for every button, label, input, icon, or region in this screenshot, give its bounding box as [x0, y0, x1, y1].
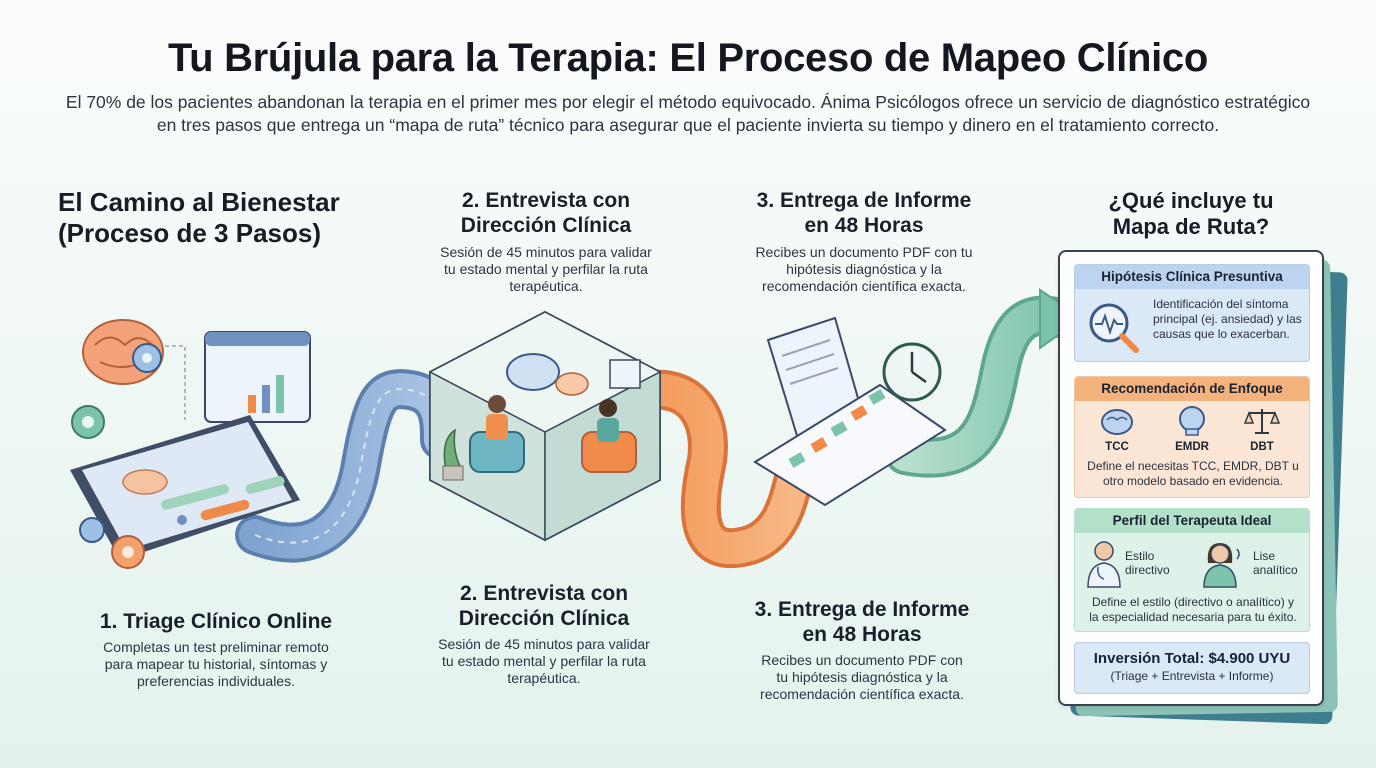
step3-top-title-line1: 3. Entrega de Informe: [756, 189, 972, 212]
approach-desc-line1: Define el necesitas TCC, EMDR, DBT u: [1087, 459, 1299, 473]
profile-left-label: Estilo directivo: [1125, 549, 1170, 577]
profile-right-label: Lise analítico: [1253, 549, 1298, 577]
page-title: Tu Brújula para la Terapia: El Proceso d…: [167, 36, 1209, 80]
brain-tcc-icon: [1101, 409, 1133, 435]
investment-total: Inversión Total: $4.900 UYU: [1093, 650, 1291, 667]
step3-top-desc-line2: hipótesis diagnóstica y la: [786, 261, 942, 277]
therapy-room-illustration: [428, 310, 662, 542]
doctor-avatar-icon: [1087, 541, 1121, 588]
step2-desc-line3: terapéutica.: [507, 670, 581, 686]
step1-title: 1. Triage Clínico Online: [99, 610, 333, 633]
profile-panel: Perfil del Terapeuta Ideal Estilo direct…: [1074, 508, 1310, 632]
step2-top-desc-line3: terapéutica.: [509, 278, 583, 294]
step2-desc-line1: Sesión de 45 minutos para validar: [438, 636, 650, 652]
approach-option-dbt: DBT: [1250, 441, 1274, 453]
step2-title: 2. Entrevista con Dirección Clínica: [418, 581, 670, 631]
gear-icon: [71, 405, 145, 569]
step3-title-line2: en 48 Horas: [802, 623, 922, 646]
hypothesis-desc-line3: causas que lo exacerban.: [1153, 327, 1290, 341]
step3-desc: Recibes un documento PDF con tu hipótesi…: [726, 652, 998, 703]
head-emdr-icon: [1179, 406, 1205, 436]
approach-panel: Recomendación de Enfoque TCC EMDR DBT De…: [1074, 376, 1310, 498]
process-heading-line2: (Proceso de 3 Pasos): [58, 218, 321, 248]
step2-desc: Sesión de 45 minutos para validar tu est…: [418, 636, 670, 687]
approach-title: Recomendación de Enfoque: [1075, 377, 1309, 401]
hypothesis-desc-line1: Identificación del síntoma: [1153, 297, 1289, 311]
step3-desc-line2: tu hipótesis diagnóstica y la: [776, 669, 948, 685]
therapist-avatar-icon: [1203, 543, 1240, 588]
profile-desc-line2: la especialidad necesaria para tu éxito.: [1089, 610, 1297, 624]
step2-top-desc: Sesión de 45 minutos para validar tu est…: [420, 244, 672, 295]
scale-dbt-icon: [1243, 409, 1281, 434]
step1-desc: Completas un test preliminar remoto para…: [80, 639, 352, 690]
approach-desc: Define el necesitas TCC, EMDR, DBT u otr…: [1075, 459, 1311, 489]
step2-top-title-line2: Dirección Clínica: [460, 214, 632, 237]
hypothesis-title: Hipótesis Clínica Presuntiva: [1075, 265, 1309, 289]
step3-top-desc-line3: recomendación científica exacta.: [762, 278, 966, 294]
approach-desc-line2: otro modelo basado en evidencia.: [1102, 474, 1284, 488]
step1-desc-line2: para mapear tu historial, síntomas y: [104, 656, 328, 672]
process-heading-line1: El Camino al Bienestar: [58, 187, 340, 217]
profile-right-label-line1: Lise: [1253, 549, 1276, 563]
profile-desc-line1: Define el estilo (directivo o analítico)…: [1091, 595, 1295, 609]
profile-desc: Define el estilo (directivo o analítico)…: [1075, 595, 1311, 625]
step2-desc-line2: tu estado mental y perfilar la ruta: [442, 653, 646, 669]
step2-top-title: 2. Entrevista con Dirección Clínica: [420, 188, 672, 238]
report-documents-illustration: [753, 316, 947, 507]
page-subtitle: El 70% de los pacientes abandonan la ter…: [65, 92, 1311, 135]
hypothesis-desc-line2: principal (ej. ansiedad) y las: [1153, 312, 1302, 326]
approach-option-tcc: TCC: [1105, 441, 1129, 453]
step3-top-desc: Recibes un documento PDF con tu hipótesi…: [734, 244, 994, 295]
step2-top-title-line1: 2. Entrevista con: [461, 189, 631, 212]
process-heading: El Camino al Bienestar (Proceso de 3 Pas…: [58, 187, 340, 249]
step3-top-title-line2: en 48 Horas: [804, 214, 924, 237]
hypothesis-panel: Hipótesis Clínica Presuntiva Identificac…: [1074, 264, 1310, 362]
step3-title: 3. Entrega de Informe en 48 Horas: [726, 597, 998, 647]
step2-title-line1: 2. Entrevista con: [459, 582, 629, 605]
step2-top-desc-line1: Sesión de 45 minutos para validar: [440, 244, 652, 260]
profile-right-label-line2: analítico: [1253, 563, 1298, 577]
roadmap-heading-line1: ¿Qué incluye tu: [1108, 188, 1274, 213]
step3-title-line1: 3. Entrega de Informe: [754, 598, 970, 621]
step1-desc-line3: preferencias individuales.: [137, 673, 295, 689]
magnifier-pulse-icon: [1089, 303, 1139, 353]
step1-desc-line1: Completas un test preliminar remoto: [103, 639, 329, 655]
profile-left-label-line2: directivo: [1125, 563, 1170, 577]
approach-option-emdr: EMDR: [1175, 441, 1209, 453]
brain-icon: [82, 319, 164, 385]
step3-top-desc-line1: Recibes un documento PDF con tu: [755, 244, 973, 260]
hypothesis-desc: Identificación del síntoma principal (ej…: [1153, 297, 1309, 342]
step3-top-title: 3. Entrega de Informe en 48 Horas: [734, 188, 994, 238]
tablet-illustration: [70, 331, 311, 560]
roadmap-heading-line2: Mapa de Ruta?: [1112, 214, 1270, 239]
roadmap-card: Hipótesis Clínica Presuntiva Identificac…: [1058, 250, 1324, 706]
step3-desc-line1: Recibes un documento PDF con: [761, 652, 963, 668]
roadmap-heading: ¿Qué incluye tu Mapa de Ruta?: [1060, 188, 1322, 240]
investment-detail: (Triage + Entrevista + Informe): [1110, 669, 1274, 683]
step2-top-desc-line2: tu estado mental y perfilar la ruta: [444, 261, 648, 277]
profile-title: Perfil del Terapeuta Ideal: [1075, 509, 1309, 533]
step3-desc-line3: recomendación científica exacta.: [760, 686, 964, 702]
investment-panel: Inversión Total: $4.900 UYU (Triage + En…: [1074, 642, 1310, 694]
profile-left-label-line1: Estilo: [1125, 549, 1155, 563]
step2-title-line2: Dirección Clínica: [458, 607, 630, 630]
